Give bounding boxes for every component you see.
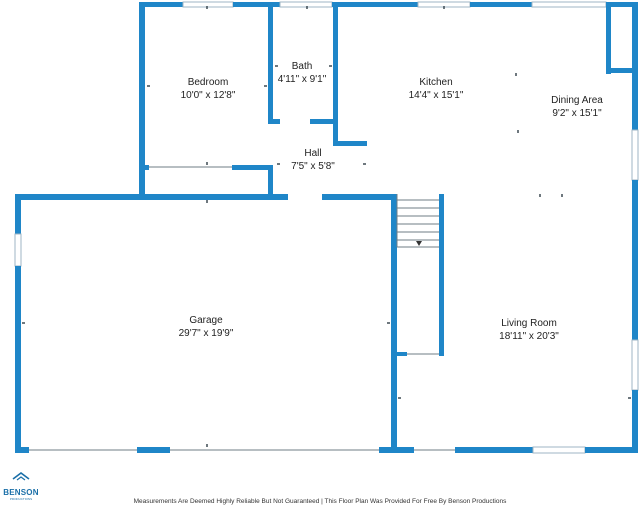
room-bath-name: Bath xyxy=(291,61,313,72)
room-bedroom: Bedroom 10'0" x 12'8" xyxy=(181,76,236,102)
room-bedroom-name: Bedroom xyxy=(187,77,229,88)
stair-arrow-icon xyxy=(416,241,422,246)
logo-name: BENSON xyxy=(3,488,39,497)
wall xyxy=(15,266,21,453)
room-hall-name: Hall xyxy=(304,148,322,159)
room-kitchen-dims: 14'4" x 15'1" xyxy=(408,90,464,101)
dimension-ticks xyxy=(22,6,631,447)
room-hall: Hall 7'5" x 5'8" xyxy=(291,147,335,173)
room-dining: Dining Area 9'2" x 15'1" xyxy=(551,94,603,120)
wall xyxy=(470,2,532,7)
wall xyxy=(606,2,638,7)
room-garage-name: Garage xyxy=(189,315,223,326)
house-logo-icon xyxy=(12,472,30,481)
room-hall-dims: 7'5" x 5'8" xyxy=(291,161,335,172)
wall xyxy=(455,447,533,453)
room-garage-dims: 29'7" x 19'9" xyxy=(178,328,234,339)
wall xyxy=(15,447,29,453)
wall xyxy=(268,119,280,124)
room-kitchen-name: Kitchen xyxy=(419,77,453,88)
wall xyxy=(139,2,183,7)
window xyxy=(631,129,639,181)
wall xyxy=(268,2,273,122)
logo-sub: PRODUCTIONS xyxy=(9,497,33,501)
stairs xyxy=(396,194,439,248)
room-kitchen: Kitchen 14'4" x 15'1" xyxy=(409,76,464,102)
room-bath-dims: 4'11" x 9'1" xyxy=(277,74,327,85)
window xyxy=(532,446,586,454)
wall xyxy=(268,165,273,195)
wall xyxy=(585,447,638,453)
wall xyxy=(606,68,636,73)
wall xyxy=(310,119,338,124)
room-dining-dims: 9'2" x 15'1" xyxy=(552,108,602,119)
room-living-dims: 18'11" x 20'3" xyxy=(499,331,559,342)
wall xyxy=(15,194,288,200)
room-living: Living Room 18'11" x 20'3" xyxy=(499,317,559,343)
room-bedroom-dims: 10'0" x 12'8" xyxy=(180,90,236,101)
wall xyxy=(137,447,170,453)
wall xyxy=(233,2,280,7)
wall xyxy=(15,194,21,234)
room-dining-name: Dining Area xyxy=(551,95,603,106)
room-living-name: Living Room xyxy=(501,318,557,329)
wall xyxy=(632,2,638,130)
room-garage: Garage 29'7" x 19'9" xyxy=(179,314,234,340)
wall xyxy=(333,2,338,146)
wall xyxy=(139,165,149,170)
wall xyxy=(333,141,367,146)
wall xyxy=(397,352,407,356)
wall xyxy=(322,194,397,200)
window xyxy=(14,233,22,267)
window xyxy=(631,339,639,391)
wall xyxy=(606,2,611,74)
window xyxy=(182,1,234,8)
window xyxy=(531,1,607,8)
room-bath: Bath 4'11" x 9'1" xyxy=(278,60,327,86)
wall xyxy=(139,2,145,198)
wall xyxy=(391,194,397,453)
wall xyxy=(232,165,273,170)
window xyxy=(279,1,333,8)
benson-logo: BENSON PRODUCTIONS xyxy=(0,470,42,501)
wall xyxy=(632,180,638,340)
wall xyxy=(439,194,444,356)
disclaimer-footer: Measurements Are Deemed Highly Reliable … xyxy=(133,498,507,505)
wall xyxy=(632,390,638,452)
wall xyxy=(332,2,418,7)
